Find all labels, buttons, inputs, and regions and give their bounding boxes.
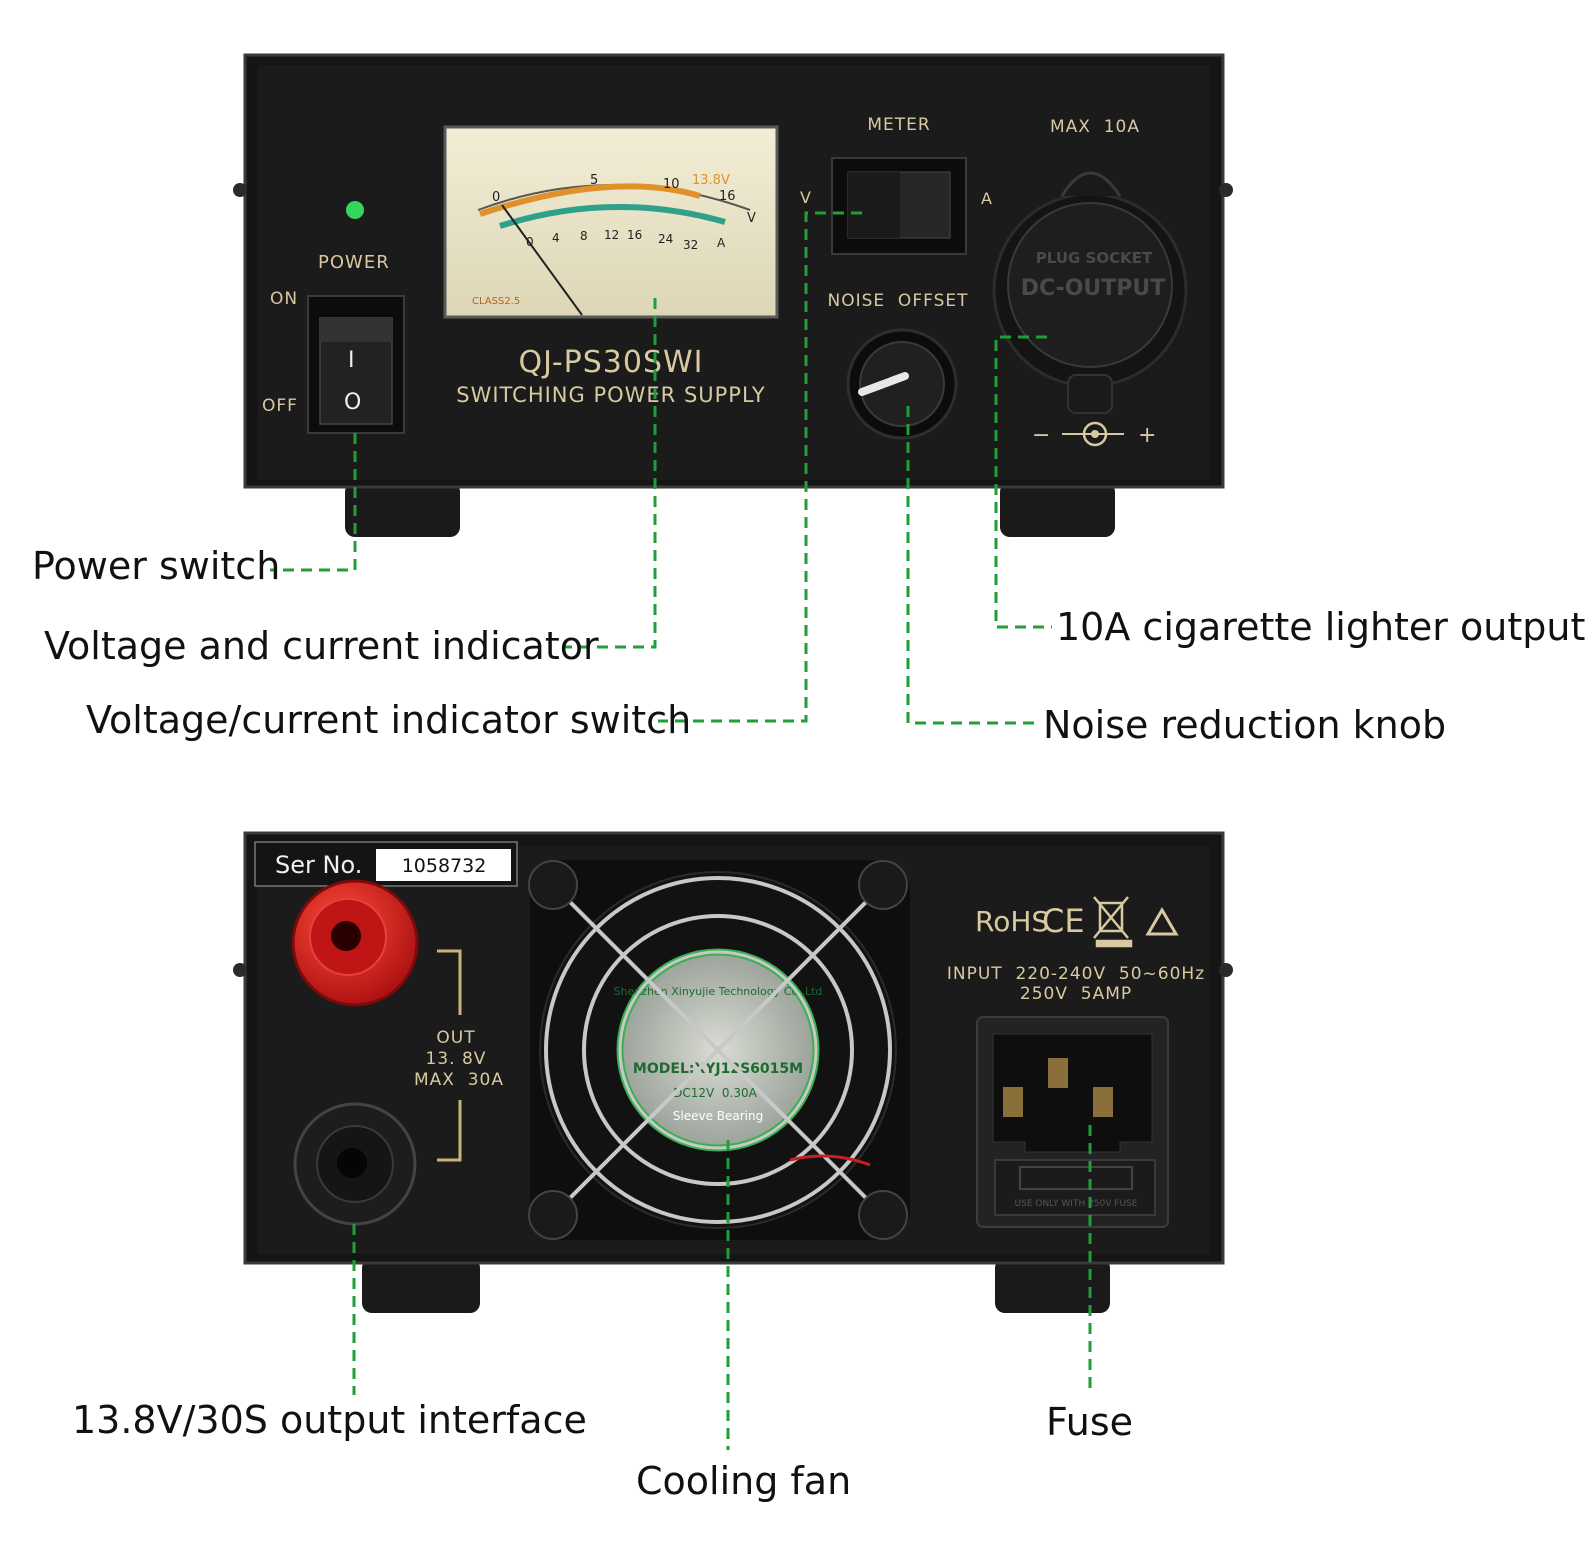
model-subtitle: SWITCHING POWER SUPPLY [456, 383, 765, 407]
leader-power-switch [270, 433, 357, 572]
noise-offset-label: NOISE OFFSET [827, 291, 968, 311]
socket-line2: DC-OUTPUT [1021, 276, 1166, 301]
meter-class-label: CLASS2.5 [472, 296, 520, 307]
callout-power-switch: Power switch [32, 544, 281, 588]
polarity-plus: + [1138, 423, 1157, 448]
meter-a-unit: A [717, 236, 726, 250]
noise-reduction-knob[interactable] [846, 328, 958, 440]
leader-indicator [563, 298, 657, 649]
meter-a-12: 12 [604, 228, 619, 242]
leader-lighter-output [994, 335, 1052, 629]
meter-v-10: 10 [663, 177, 680, 192]
out-label: OUT [436, 1028, 475, 1048]
rear-foot-right [995, 1258, 1110, 1313]
fan-screw-br [858, 1190, 908, 1240]
ac-inlet-with-fuse[interactable]: USE ONLY WITH 250V FUSE [976, 1016, 1169, 1228]
fuse-text: USE ONLY WITH 250V FUSE [1015, 1199, 1138, 1209]
meter-a-4: 4 [552, 231, 560, 245]
fan-model: MODEL:XYJ12S6015M [633, 1061, 803, 1077]
meter-v-5: 5 [590, 173, 598, 188]
meter-select-switch[interactable] [831, 157, 967, 255]
input-line1: INPUT 220-240V 50~60Hz [947, 964, 1205, 984]
polarity-minus: − [1032, 423, 1051, 448]
meter-nominal-mark: 13.8V [692, 173, 730, 188]
meter-a-24: 24 [658, 232, 673, 246]
callout-output-interface: 13.8V/30S output interface [72, 1398, 587, 1442]
black-output-terminal[interactable] [293, 1102, 417, 1226]
callout-lighter-output: 10A cigarette lighter output [1056, 605, 1585, 649]
leader-noise-knob [906, 406, 1038, 725]
weee-bin-icon [1093, 896, 1133, 948]
switch-off-glyph: O [344, 390, 361, 415]
fan-guard [544, 876, 892, 1224]
serial-number: 1058732 [402, 855, 487, 877]
max-10a-label: MAX 10A [1050, 117, 1140, 137]
cooling-fan: Shenzhen Xinyujie Technology Co.,Ltd MOD… [528, 860, 910, 1240]
front-foot-left [345, 482, 460, 537]
fan-rating: DC12V 0.30A [673, 1086, 757, 1100]
meter-switch-label: METER [867, 115, 930, 135]
fan-screw-tr [858, 860, 908, 910]
polarity-symbol: − + [1032, 421, 1157, 448]
socket-line1: PLUG SOCKET [1036, 249, 1153, 267]
ce-mark: CE [1042, 902, 1085, 940]
on-label: ON [270, 289, 298, 309]
front-panel: 0 5 10 13.8V 16 V 0 4 8 12 16 24 32 A CL… [233, 53, 1233, 537]
leader-indicator-switch [658, 211, 862, 723]
recycle-icon [1145, 907, 1179, 936]
callout-indicator-switch: Voltage/current indicator switch [86, 698, 692, 742]
meter-switch-a: A [981, 189, 993, 208]
off-label: OFF [262, 396, 298, 416]
serial-label: Ser No. 1058732 [254, 841, 518, 887]
serial-prefix: Ser No. [275, 851, 362, 879]
dc-output-socket[interactable]: PLUG SOCKET DC-OUTPUT [992, 171, 1188, 414]
rohs-mark: RoHS [975, 905, 1049, 938]
rear-panel: Ser No. 1058732 OUT 13. 8V MAX 30A Shenz… [233, 831, 1233, 1313]
input-line2: 250V 5AMP [1020, 984, 1132, 1004]
meter-a-16: 16 [627, 228, 642, 242]
callout-fuse: Fuse [1046, 1400, 1134, 1444]
callout-noise-knob: Noise reduction knob [1043, 703, 1447, 747]
meter-switch-v: V [800, 188, 812, 207]
fan-screw-tl [528, 860, 578, 910]
front-foot-right [1000, 482, 1115, 537]
voltage-current-meter: 0 5 10 13.8V 16 V 0 4 8 12 16 24 32 A CL… [443, 125, 779, 319]
callout-indicator: Voltage and current indicator [44, 624, 599, 668]
power-led [346, 201, 364, 219]
fan-bearing: Sleeve Bearing [673, 1109, 763, 1123]
meter-v-unit: V [747, 211, 756, 226]
meter-needle [501, 204, 583, 316]
meter-a-32: 32 [683, 238, 698, 252]
fan-screw-bl [528, 1190, 578, 1240]
meter-a-8: 8 [580, 229, 588, 243]
meter-v-16: 16 [719, 189, 736, 204]
power-switch[interactable]: I O [307, 295, 405, 434]
switch-on-glyph: I [348, 348, 355, 373]
red-output-terminal[interactable] [291, 879, 419, 1007]
model-name: QJ-PS30SWI [518, 345, 703, 380]
meter-v-0: 0 [492, 190, 500, 205]
leader-lines [270, 211, 1092, 1450]
out-voltage: 13. 8V [426, 1049, 487, 1069]
rear-foot-left [362, 1258, 480, 1313]
out-max: MAX 30A [414, 1070, 504, 1090]
callout-cooling-fan: Cooling fan [636, 1459, 852, 1503]
fuse-drawer[interactable] [994, 1159, 1156, 1216]
fan-sticker-top: Shenzhen Xinyujie Technology Co.,Ltd [614, 985, 823, 998]
power-label: POWER [318, 252, 390, 273]
